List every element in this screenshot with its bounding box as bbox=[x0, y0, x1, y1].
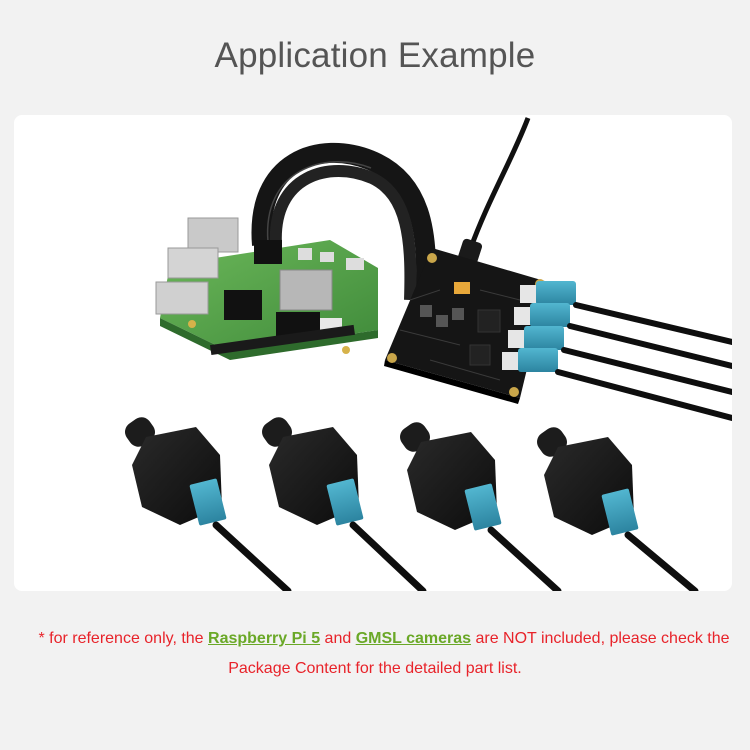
disclaimer-middle: and bbox=[320, 630, 356, 647]
disclaimer-prefix: * for reference only, the bbox=[38, 630, 209, 647]
raspberry-pi-5-link[interactable]: Raspberry Pi 5 bbox=[208, 630, 321, 647]
fakra-connectors bbox=[502, 281, 576, 372]
power-cable bbox=[453, 117, 531, 278]
disclaimer-line-1: * for reference only, the Raspberry Pi 5… bbox=[9, 630, 750, 648]
gmsl-cameras-link[interactable]: GMSL cameras bbox=[355, 630, 472, 647]
gmsl-camera-3 bbox=[400, 422, 562, 591]
gmsl-camera-2 bbox=[262, 417, 427, 591]
raspberry-pi-5 bbox=[155, 217, 378, 360]
gmsl-camera-1 bbox=[125, 417, 292, 591]
product-photo bbox=[125, 117, 732, 591]
gmsl-camera-4 bbox=[537, 427, 699, 591]
page-title: Application Example bbox=[214, 36, 536, 75]
application-example-image bbox=[14, 115, 732, 591]
fakra-cables bbox=[555, 302, 732, 421]
disclaimer-line-2: Package Content for the detailed part li… bbox=[228, 660, 522, 677]
ribbon-cable bbox=[251, 143, 437, 301]
disclaimer-suffix: are NOT included, please check the bbox=[471, 630, 730, 647]
